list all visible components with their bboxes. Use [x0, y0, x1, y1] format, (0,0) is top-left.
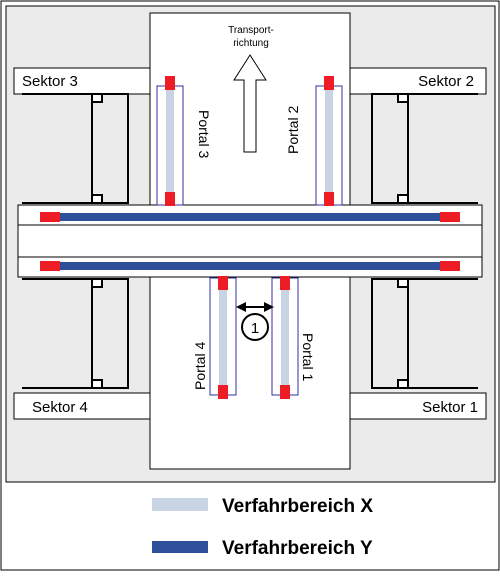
legend-swatch-x: [152, 498, 208, 511]
marker-1: 1: [242, 314, 268, 340]
portal-2-label: Portal 2: [285, 106, 301, 154]
portal-4-stop-top: [218, 276, 228, 290]
y-rail-bottom: [40, 261, 460, 271]
sector-3-label: Sektor 3: [22, 73, 78, 90]
portal-1-stop-top: [280, 276, 290, 290]
portal-3-stop-bottom: [165, 192, 175, 206]
y-rail-top-stop-right: [440, 212, 460, 222]
portal-2-stop-top: [324, 76, 334, 90]
legend-swatch-y: [152, 541, 208, 553]
portal-2-stop-bottom: [324, 192, 334, 206]
sector-1-label: Sektor 1: [422, 399, 478, 416]
portal-3-stop-top: [165, 76, 175, 90]
sector-2-label: Sektor 2: [418, 73, 474, 90]
y-rail-bottom-stop-right: [440, 261, 460, 271]
sector-4-label: Sektor 4: [32, 399, 88, 416]
y-rail-bottom-stop-left: [40, 261, 60, 271]
y-rail-top: [40, 212, 460, 222]
transport-label-line2: richtung: [233, 38, 269, 49]
portal-1-stop-bottom: [280, 385, 290, 399]
y-rail-top-stop-left: [40, 212, 60, 222]
transport-label-line1: Transport-: [228, 25, 274, 36]
portal-4-stop-bottom: [218, 385, 228, 399]
legend-label-x: Verfahrbereich X: [222, 496, 373, 517]
marker-1-label: 1: [251, 320, 259, 337]
portal-3-label: Portal 3: [196, 110, 212, 158]
portal-1-label: Portal 1: [300, 333, 316, 381]
legend-label-y: Verfahrbereich Y: [222, 538, 373, 559]
portal-4-label: Portal 4: [192, 342, 208, 390]
